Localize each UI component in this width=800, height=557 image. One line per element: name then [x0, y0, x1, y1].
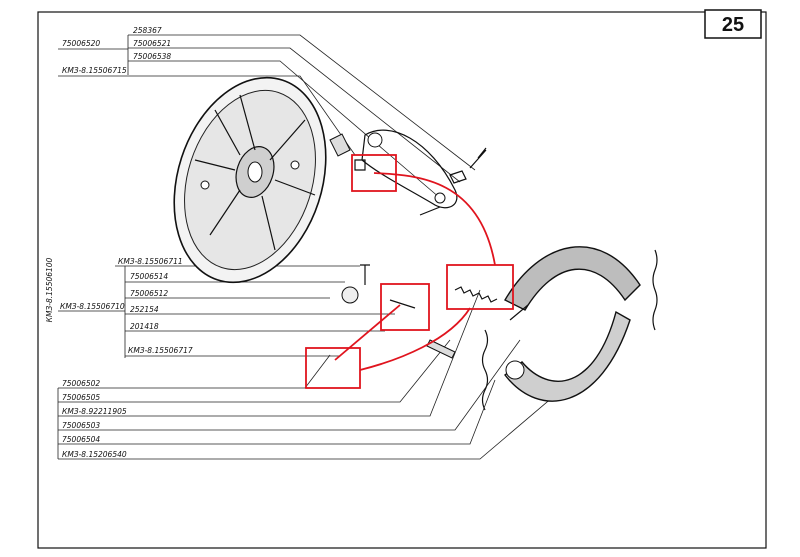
- label-201418: 201418: [130, 322, 159, 331]
- page-number-box: [704, 9, 762, 39]
- label-km3-15506710: КМЗ-8.15506710: [60, 302, 125, 311]
- label-258367: 258367: [133, 26, 162, 35]
- brake-lever: [354, 129, 487, 216]
- highlight-box-lever-pin: [351, 154, 397, 192]
- label-km3-15206540: КМЗ-8.15206540: [62, 450, 127, 459]
- label-75006514: 75006514: [130, 272, 168, 281]
- label-252154: 252154: [130, 305, 159, 314]
- leader-line: [128, 34, 476, 171]
- highlight-box-pin: [380, 283, 430, 331]
- label-km3-15506711: КМЗ-8.15506711: [118, 257, 183, 266]
- highlight-connector: [359, 307, 471, 371]
- leader-line: [58, 289, 481, 417]
- leader-line: [58, 75, 356, 156]
- leader-line: [128, 60, 441, 199]
- label-km3-15506717: КМЗ-8.15506717: [128, 346, 193, 355]
- page-number: 25: [722, 14, 744, 36]
- leader-line: [128, 47, 461, 183]
- label-75006505: 75006505: [62, 393, 100, 402]
- leader-line: [58, 339, 451, 403]
- backing-plate: [173, 76, 351, 284]
- label-km3-92211905: КМЗ-8.92211905: [62, 407, 127, 416]
- label-75006504: 75006504: [62, 435, 100, 444]
- brake-shoe-lower: [504, 310, 631, 402]
- brake-shoe-upper: [504, 246, 641, 321]
- leader-line: [58, 339, 621, 460]
- label-75006520: 75006520: [62, 39, 100, 48]
- label-75006538: 75006538: [133, 52, 171, 61]
- leader-line: [58, 379, 496, 445]
- leader-line: [58, 354, 331, 389]
- label-75006512: 75006512: [130, 289, 168, 298]
- label-75006521: 75006521: [133, 39, 171, 48]
- highlight-box-plate: [305, 347, 361, 389]
- spring-lower: [481, 329, 489, 411]
- adjuster-pin: [341, 264, 456, 359]
- highlight-connector: [334, 304, 401, 361]
- highlight-box-spring: [446, 264, 514, 310]
- label-75006503: 75006503: [62, 421, 100, 430]
- spring-right: [652, 249, 658, 331]
- assembly-code: КМЗ-8.15506100: [45, 257, 54, 322]
- spring-upper: [454, 286, 498, 303]
- label-75006502: 75006502: [62, 379, 100, 388]
- leader-line: [58, 339, 521, 431]
- page-frame: [37, 11, 767, 549]
- highlight-connector: [373, 172, 496, 266]
- label-km3-15506715: КМЗ-8.15506715: [62, 66, 127, 75]
